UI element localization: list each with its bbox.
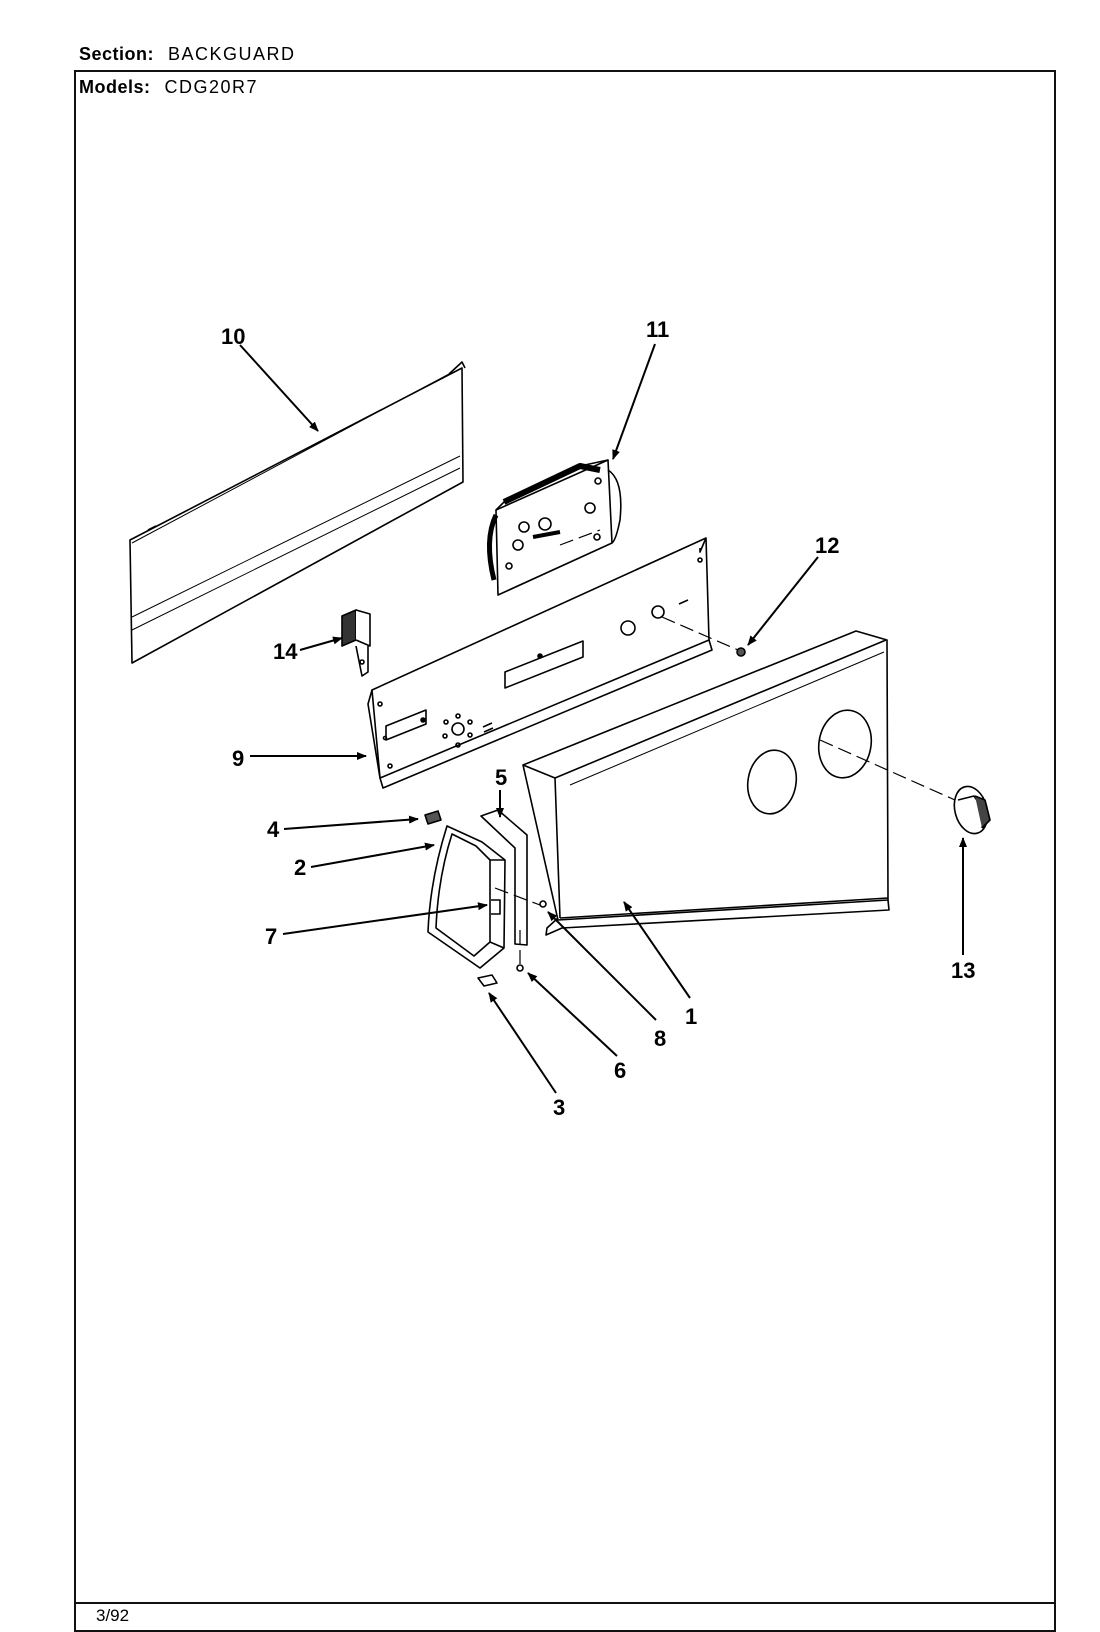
exploded-parts-diagram: 10 11 12 14 9 5 4 2 7 8 1 6 3 13 (129, 317, 991, 1120)
callout-14: 14 (273, 639, 298, 664)
control-panel-part-9 (367, 537, 713, 789)
models-heading: Models: CDG20R7 (79, 77, 263, 98)
callout-3: 3 (553, 1095, 565, 1120)
assembly-lines (494, 529, 956, 965)
section-label: Section: (79, 44, 155, 64)
callout-12: 12 (815, 533, 839, 558)
section-value: BACKGUARD (168, 44, 296, 64)
callout-13: 13 (951, 958, 975, 983)
callout-8: 8 (654, 1026, 666, 1051)
screw-part-12 (736, 647, 746, 657)
knob-part-13 (953, 785, 991, 835)
clip-part-4 (424, 810, 442, 825)
rear-panel-part-10 (129, 361, 466, 664)
part-14-component (341, 609, 371, 677)
screw-part-6 (516, 964, 524, 972)
callout-4: 4 (267, 817, 280, 842)
footer-date: 3/92 (96, 1606, 130, 1625)
timer-part-11 (486, 459, 622, 596)
callout-9: 9 (232, 746, 244, 771)
models-label: Models: (79, 77, 151, 97)
callout-5: 5 (495, 765, 507, 790)
callout-1: 1 (685, 1004, 697, 1029)
models-value: CDG20R7 (164, 77, 259, 97)
callout-10: 10 (221, 324, 245, 349)
screw-part-8 (539, 900, 547, 908)
clip-part-3 (477, 974, 498, 987)
callout-numbers: 10 11 12 14 9 5 4 2 7 8 1 6 3 13 (221, 317, 975, 1120)
callout-7: 7 (265, 924, 277, 949)
footer-divider (76, 1602, 1054, 1604)
section-heading: Section: BACKGUARD (79, 44, 296, 65)
callout-11: 11 (646, 317, 669, 342)
end-cap-part-2 (427, 825, 506, 969)
callout-6: 6 (614, 1058, 626, 1083)
leader-lines (239, 343, 967, 1094)
callout-2: 2 (294, 855, 306, 880)
